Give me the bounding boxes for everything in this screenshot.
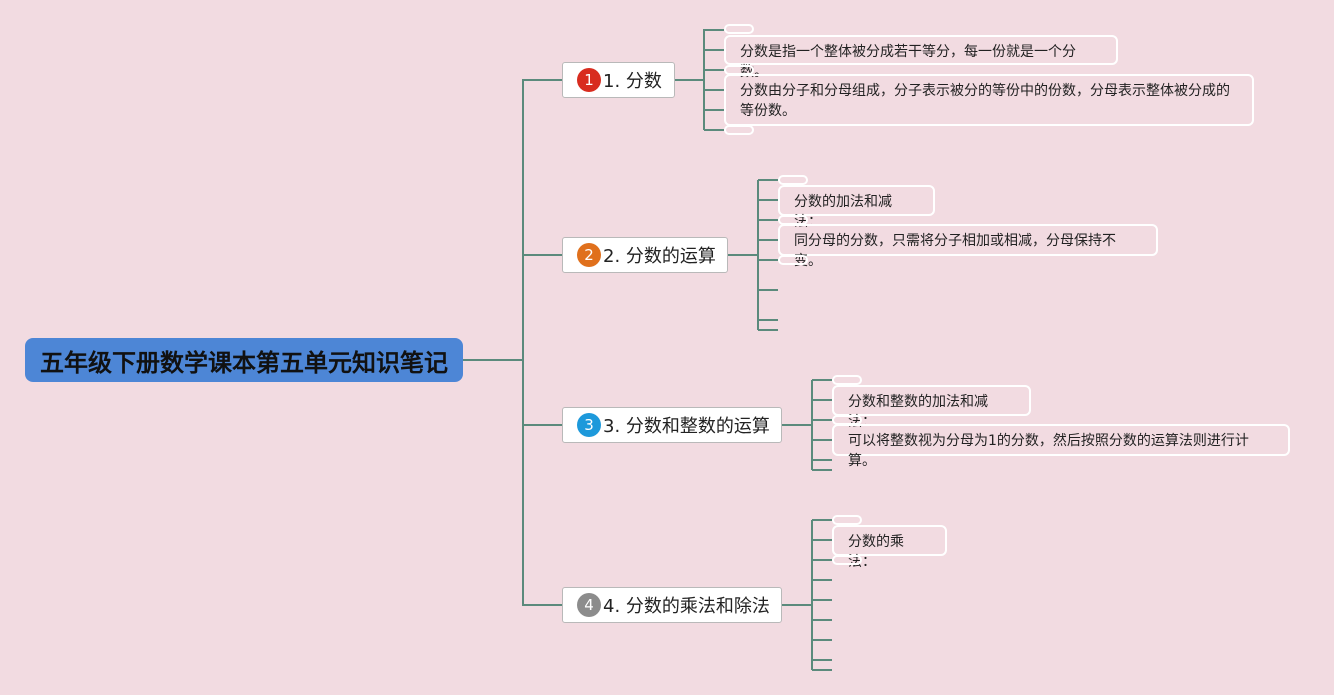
empty-node[interactable]	[778, 255, 808, 265]
note-text: 可以将整数视为分母为1的分数，然后按照分数的运算法则进行计算。	[848, 433, 1249, 469]
empty-node[interactable]	[778, 175, 808, 185]
note-integer-as-fraction[interactable]: 可以将整数视为分母为1的分数，然后按照分数的运算法则进行计算。	[832, 424, 1290, 469]
number-badge-3: 3	[577, 413, 601, 437]
number-badge-4: 4	[577, 593, 601, 617]
note-text: 同分母的分数，只需将分子相加或相减，分母保持不变。	[794, 233, 1116, 269]
note-text: 分数由分子和分母组成，分子表示被分的等份中的份数，分母表示整体被分成的等份数。	[740, 83, 1230, 119]
note-add-subtract[interactable]: 分数的加法和减法：	[778, 185, 935, 230]
note-integer-add-subtract[interactable]: 分数和整数的加法和减法：	[832, 385, 1031, 430]
number-badge-1: 1	[577, 68, 601, 92]
empty-node[interactable]	[724, 24, 754, 34]
branch-label: 2. 分数的运算	[603, 246, 716, 267]
note-numerator-denominator[interactable]: 分数由分子和分母组成，分子表示被分的等份中的份数，分母表示整体被分成的等份数。	[724, 74, 1254, 126]
branch-label: 4. 分数的乘法和除法	[603, 596, 770, 617]
branch-label: 1. 分数	[603, 71, 662, 92]
root-title: 五年级下册数学课本第五单元知识笔记	[40, 348, 448, 377]
note-multiplication[interactable]: 分数的乘法：	[832, 525, 947, 570]
root-topic[interactable]: 五年级下册数学课本第五单元知识笔记	[25, 338, 463, 382]
note-text: 分数是指一个整体被分成若干等分，每一份就是一个分数。	[740, 44, 1076, 80]
empty-node[interactable]	[832, 555, 862, 565]
branch-fraction-integer-operations[interactable]: 3 3. 分数和整数的运算	[562, 407, 782, 443]
branch-fraction-multiply-divide[interactable]: 4 4. 分数的乘法和除法	[562, 587, 782, 623]
note-same-denominator[interactable]: 同分母的分数，只需将分子相加或相减，分母保持不变。	[778, 224, 1158, 269]
branch-fraction-operations[interactable]: 2 2. 分数的运算	[562, 237, 728, 273]
empty-node[interactable]	[832, 375, 862, 385]
branch-fractions[interactable]: 1 1. 分数	[562, 62, 675, 98]
empty-node[interactable]	[832, 515, 862, 525]
note-text: 分数和整数的加法和减法：	[848, 394, 988, 430]
note-text: 分数的乘法：	[848, 534, 904, 570]
empty-node[interactable]	[724, 125, 754, 135]
note-definition[interactable]: 分数是指一个整体被分成若干等分，每一份就是一个分数。	[724, 35, 1118, 80]
branch-label: 3. 分数和整数的运算	[603, 416, 770, 437]
number-badge-2: 2	[577, 243, 601, 267]
note-text: 分数的加法和减法：	[794, 194, 892, 230]
